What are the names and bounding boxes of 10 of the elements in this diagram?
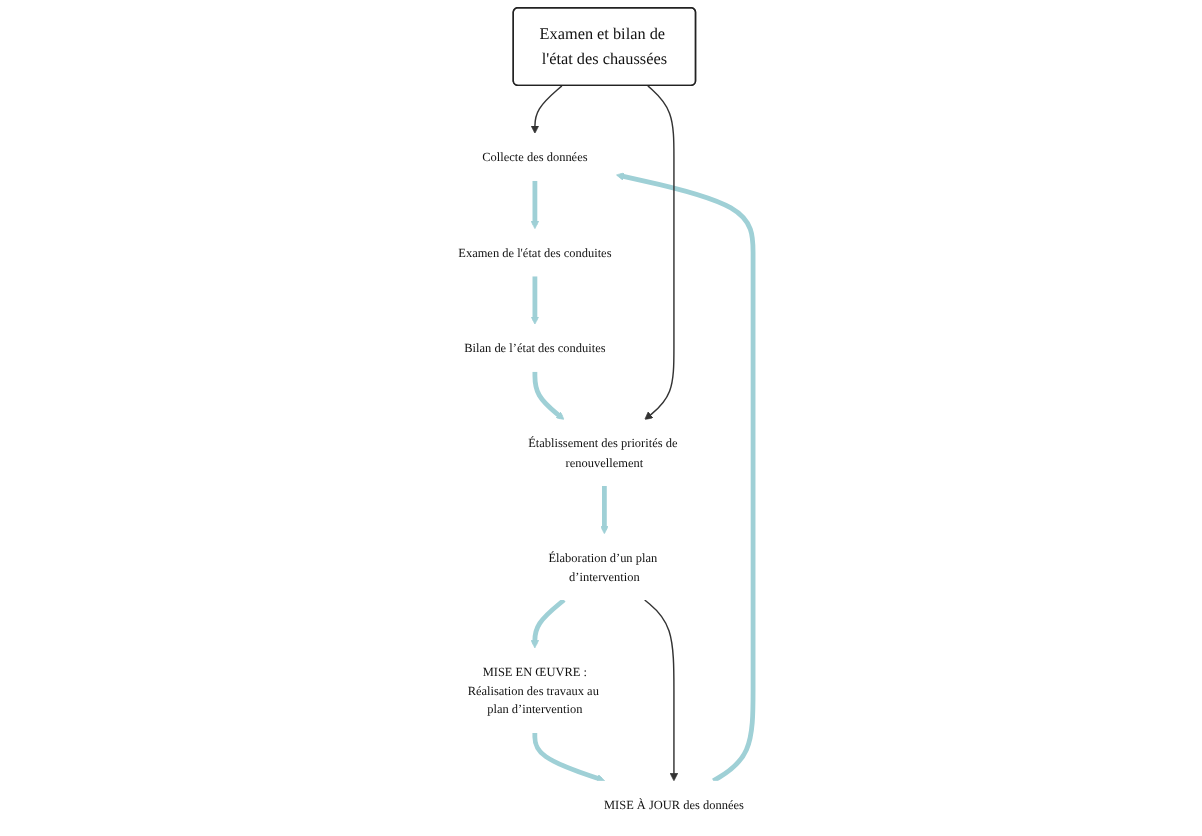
arrow <box>530 180 540 230</box>
arrow <box>530 85 563 134</box>
arrow <box>615 172 756 783</box>
arrow <box>530 276 540 325</box>
arrow <box>644 599 679 782</box>
arrow <box>532 732 606 783</box>
arrow <box>644 85 675 421</box>
arrow <box>532 371 565 421</box>
arrow <box>530 598 566 649</box>
arrow <box>600 485 609 535</box>
